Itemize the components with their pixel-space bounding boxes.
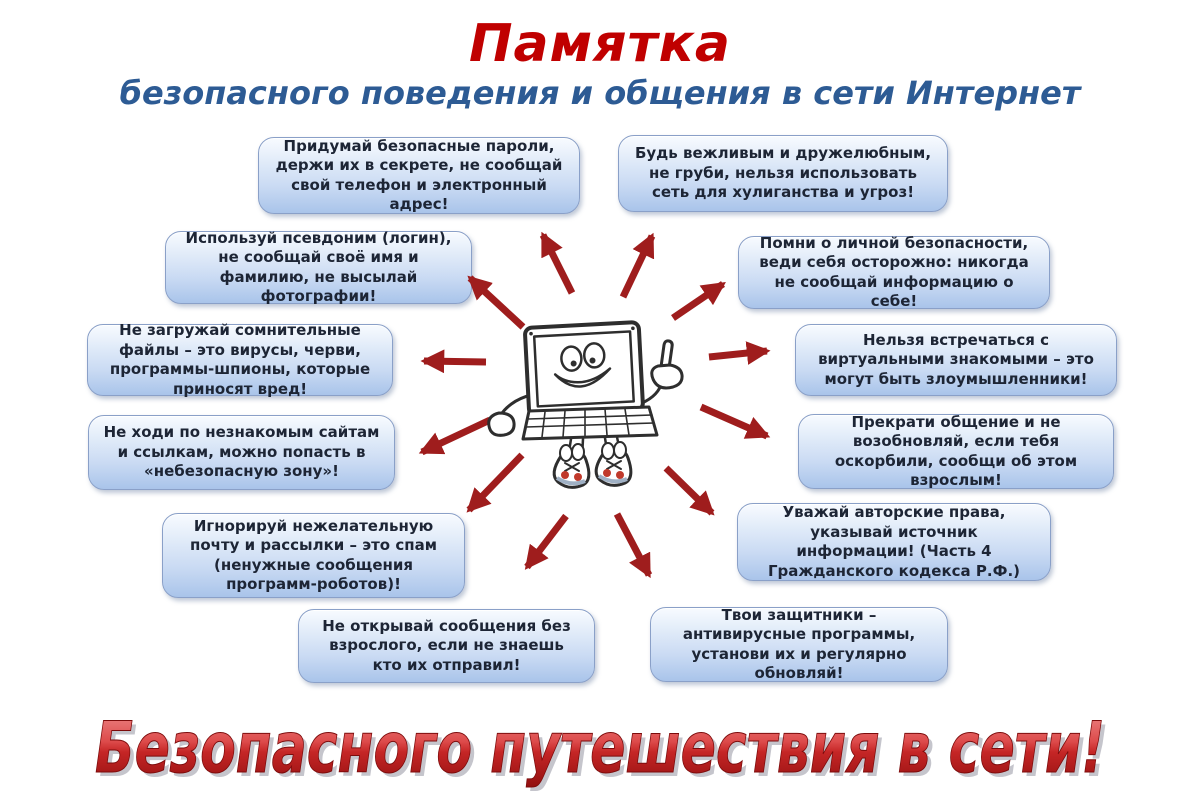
mascot-right-eye	[582, 342, 606, 369]
arrow-right-down	[699, 403, 771, 440]
mascot-pointing-finger	[659, 339, 674, 370]
mascot-keyboard-keys	[525, 408, 655, 438]
arrow-down-right-2	[613, 512, 653, 579]
tip-copyright: Уважай авторские права, указывай источни…	[737, 503, 1051, 581]
tip-be-polite: Будь вежливым и дружелюбным, не груби, н…	[618, 135, 948, 212]
mascot-right-laces	[606, 460, 622, 470]
arrow-up	[539, 231, 576, 295]
footer-text: Безопасного путешествия в сети!	[95, 707, 1105, 789]
tip-personal-safety: Помни о личной безопасности, веди себя о…	[738, 234, 1050, 310]
tip-antivirus: Твои защитники – антивирусные программы,…	[650, 606, 948, 682]
tip-unknown-sites: Не ходи по незнакомым сайтам и ссылкам, …	[88, 415, 395, 490]
arrow-right-up	[671, 281, 726, 321]
mascot-sneaker-patches	[561, 469, 624, 481]
mascot-left-fist	[487, 411, 516, 437]
mascot-left-pupil	[570, 360, 577, 367]
mascot-left-lace-bow2	[571, 443, 585, 461]
computer-mascot	[487, 320, 684, 489]
tip-passwords: Придумай безопасные пароли, держи их в с…	[258, 137, 580, 214]
mascot-right-lace-bow	[601, 442, 615, 460]
page-subtitle: безопасного поведения и общения в сети И…	[119, 74, 1081, 112]
mascot-keyboard	[521, 405, 659, 441]
arrow-down-left-2	[524, 513, 569, 570]
mascot-right-hand	[650, 363, 684, 390]
footer-wordart: Безопасного путешествия в сети! Безопасн…	[95, 707, 1110, 794]
arrow-left	[420, 349, 487, 374]
tip-unknown-messages: Не открывай сообщения без взрослого, есл…	[298, 609, 595, 683]
arrow-left-down	[418, 416, 492, 456]
mascot-left-lace-bow	[559, 444, 573, 462]
mascot-right-lace-bow2	[613, 441, 627, 459]
mascot-soles	[555, 474, 628, 486]
arrow-up-right	[619, 232, 656, 299]
mascot-right-pupil	[589, 357, 596, 364]
mascot-screen	[532, 330, 635, 408]
tip-use-nickname: Используй псевдоним (логин), не сообщай …	[165, 229, 472, 305]
page-title: Памятка	[468, 14, 732, 74]
tip-stop-communication: Прекрати общение и не возобновляй, если …	[798, 413, 1114, 489]
mascot-left-eye	[560, 345, 583, 372]
mascot-left-laces	[564, 462, 580, 472]
tip-ignore-spam: Игнорируй нежелательную почту и рассылки…	[162, 513, 465, 598]
arrow-right	[708, 341, 771, 365]
mascot-mouth	[553, 367, 612, 388]
footer-text-shadow: Безопасного путешествия в сети!	[99, 711, 1109, 793]
tip-no-suspicious-files: Не загружай сомнительные файлы – это вир…	[87, 321, 393, 398]
tip-no-meeting-strangers: Нельзя встречаться с виртуальными знаком…	[795, 324, 1117, 396]
